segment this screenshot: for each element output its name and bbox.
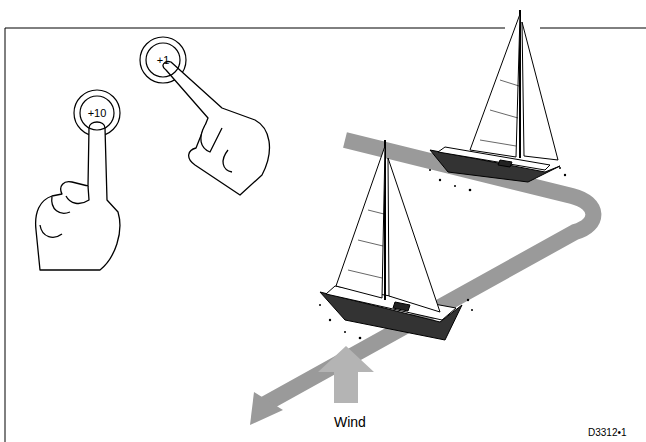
sailboat xyxy=(430,10,560,182)
button-label: +1 xyxy=(157,54,170,66)
button: +10 xyxy=(74,90,120,136)
figure-code: D3312•1 xyxy=(588,427,627,438)
wind-label: Wind xyxy=(334,414,366,430)
frame-line xyxy=(5,28,505,442)
spray xyxy=(319,167,566,339)
hand xyxy=(36,122,120,270)
hand xyxy=(163,62,269,195)
wind-arrow xyxy=(318,346,374,403)
button: +1 xyxy=(140,37,186,83)
course-path xyxy=(265,140,593,404)
course-arrowhead xyxy=(250,392,283,425)
sailboat xyxy=(320,140,462,340)
frame-line xyxy=(540,28,646,29)
button-label: +10 xyxy=(88,107,107,119)
